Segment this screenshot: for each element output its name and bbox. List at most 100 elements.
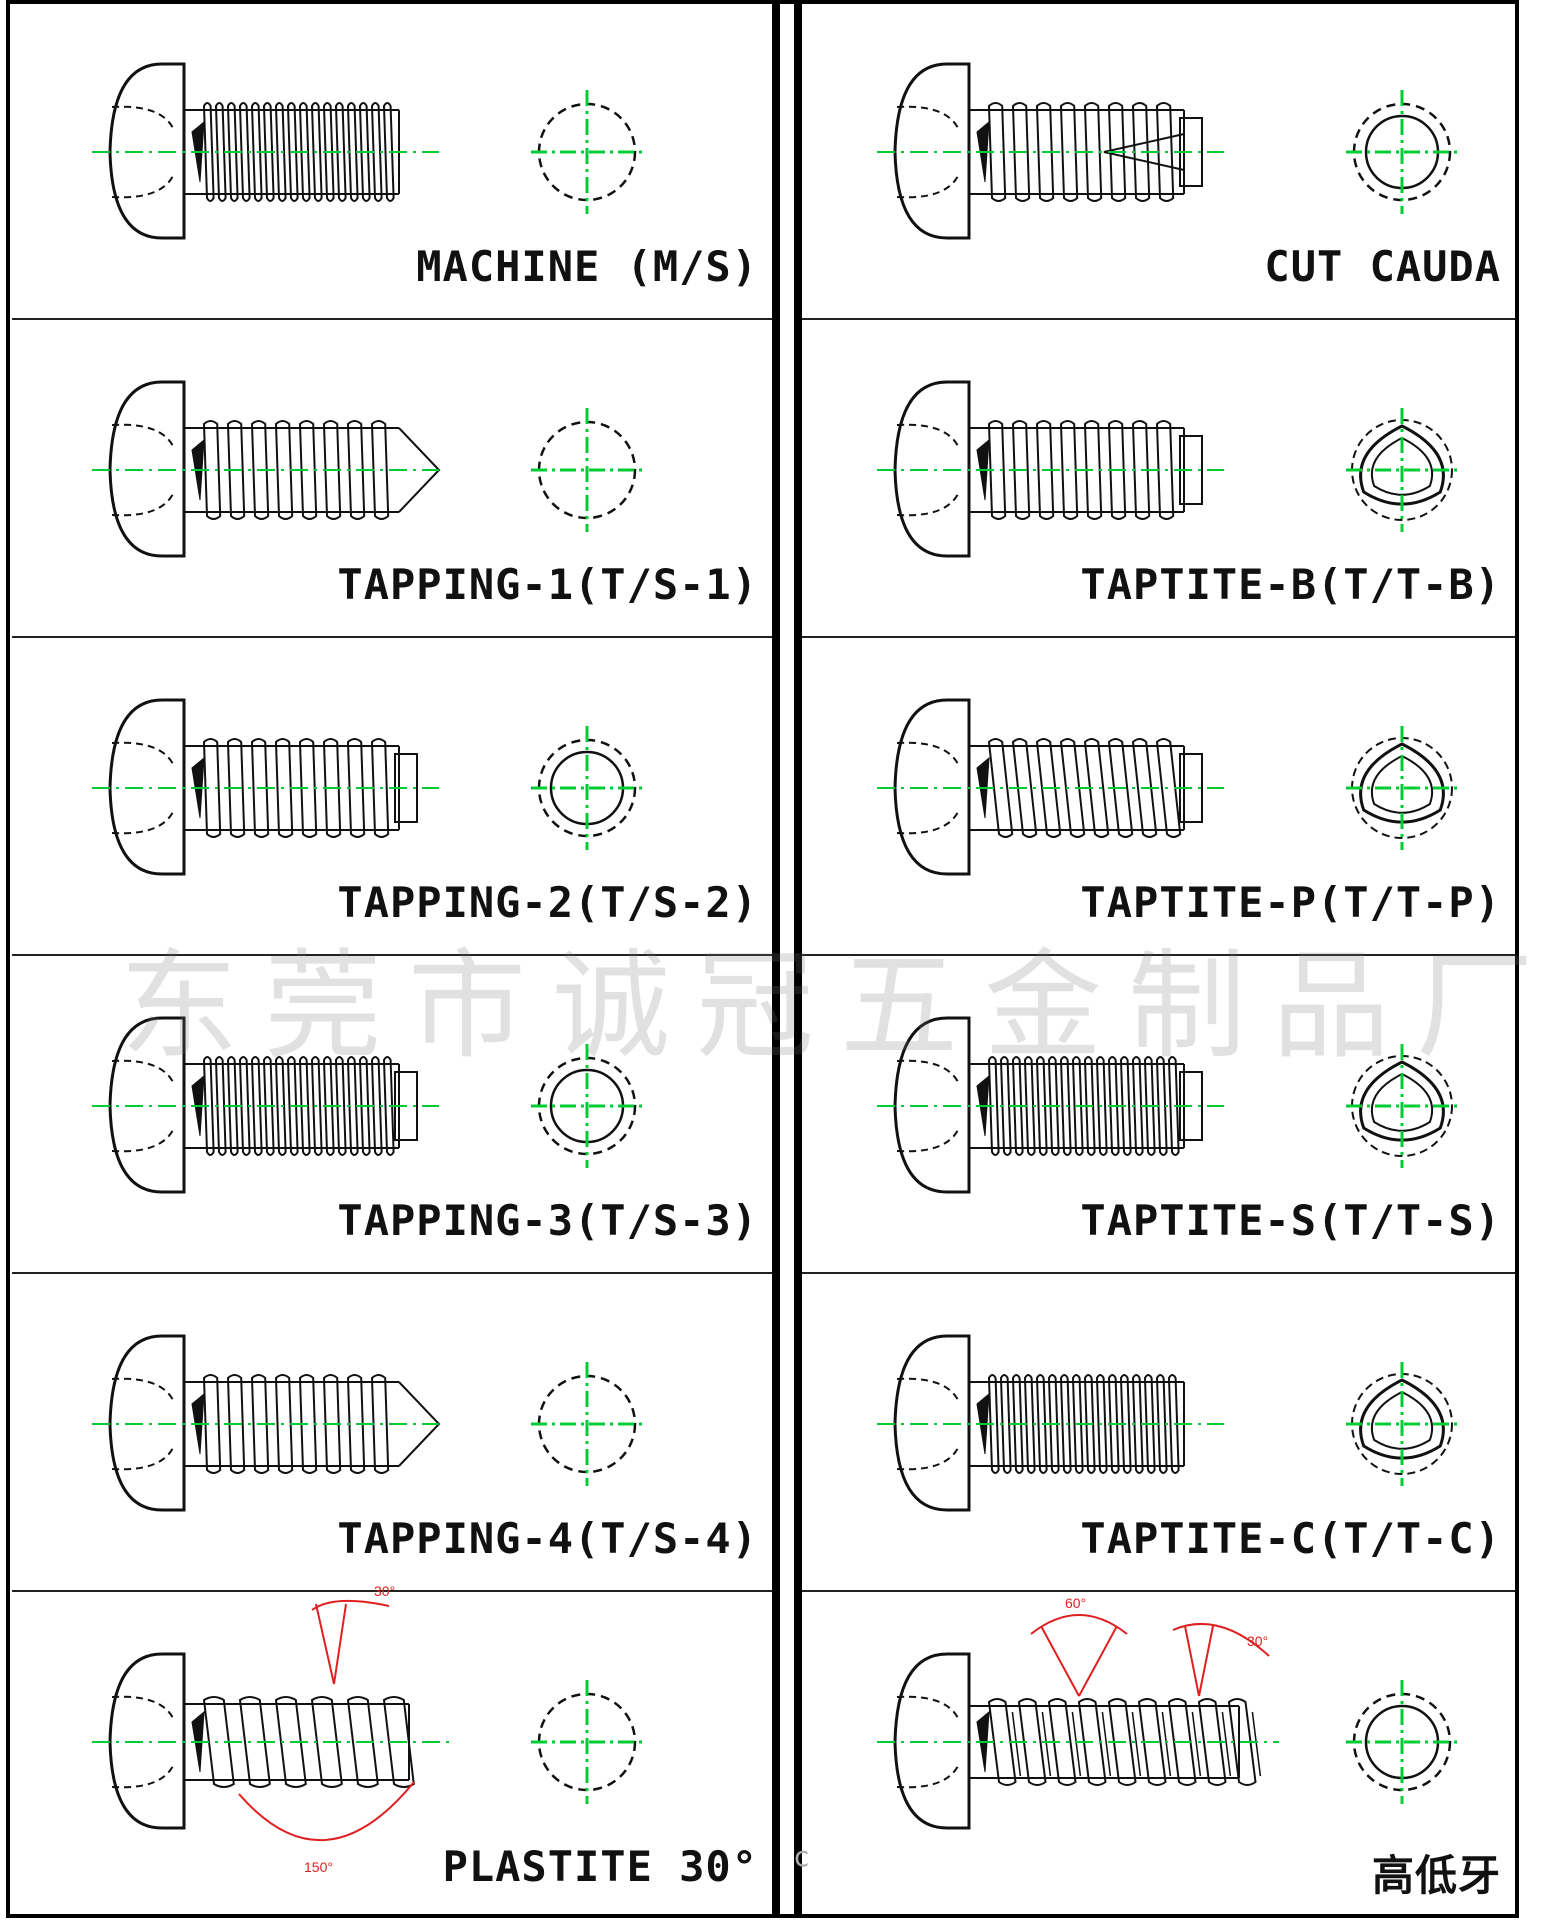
screw-type-cell: 60° 30° 高低牙 xyxy=(802,1592,1515,1910)
screw-diagram xyxy=(92,1016,643,1194)
chart-frame xyxy=(6,0,1519,1918)
screw-drawing xyxy=(92,698,439,876)
screw-head xyxy=(108,698,186,876)
drive-recess xyxy=(896,1059,960,1153)
screw-type-label: TAPTITE-S(T/T-S) xyxy=(1080,1196,1501,1245)
screw-type-label: MACHINE (M/S) xyxy=(416,242,758,291)
screw-type-label: PLASTITE 30° xyxy=(442,1842,758,1891)
screw-drawing xyxy=(877,1016,1224,1194)
drive-recess xyxy=(896,1695,960,1789)
screw-drawing xyxy=(877,380,1224,558)
cross-section xyxy=(1346,1044,1458,1168)
drive-recess xyxy=(111,105,175,199)
flank-angle-label: 30° xyxy=(374,1583,395,1599)
screw-diagram xyxy=(92,380,643,558)
screw-type-cell: TAPPING-1(T/S-1) xyxy=(12,320,772,638)
screw-type-label: TAPTITE-C(T/T-C) xyxy=(1080,1514,1501,1563)
drive-recess xyxy=(111,423,175,517)
screw-diagram xyxy=(877,698,1458,876)
screw-drawing xyxy=(92,62,439,240)
low-thread-angle-label: 30° xyxy=(1247,1633,1268,1649)
screw-drawing xyxy=(92,380,441,558)
screw-diagram xyxy=(92,1334,643,1512)
screw-drawing xyxy=(877,62,1224,240)
screw-type-cell: 30° 150° PLASTITE 30° xyxy=(12,1583,772,1910)
screw-type-label: 高低牙 xyxy=(1371,1851,1501,1900)
screw-type-cell: TAPTITE-B(T/T-B) xyxy=(802,320,1515,638)
screw-type-cell: TAPPING-2(T/S-2) xyxy=(12,638,772,956)
cross-section xyxy=(1346,726,1458,850)
screw-drawing xyxy=(877,1652,1279,1830)
cross-section xyxy=(1346,408,1458,532)
screw-diagram: 60° 30° xyxy=(877,1595,1458,1830)
screw-head xyxy=(108,1016,186,1194)
thread-angle-annotation: 60° 30° xyxy=(1030,1595,1270,1697)
drive-recess xyxy=(896,105,960,199)
screw-head xyxy=(108,1334,186,1512)
screw-type-cell: TAPPING-4(T/S-4) xyxy=(12,1274,772,1592)
screw-type-label: TAPPING-1(T/S-1) xyxy=(337,560,758,609)
high-thread-angle-label: 60° xyxy=(1065,1595,1086,1611)
screw-diagram xyxy=(877,62,1458,240)
cross-section xyxy=(531,1044,643,1168)
screw-type-cell: TAPTITE-C(T/T-C) xyxy=(802,1274,1515,1592)
screw-drawing xyxy=(92,1652,449,1830)
screw-drawing xyxy=(92,1016,439,1194)
stray-mark: c xyxy=(793,1840,810,1873)
screw-shank xyxy=(969,102,1203,202)
screw-head xyxy=(108,1652,186,1830)
screw-shank xyxy=(969,738,1203,838)
screw-head xyxy=(108,62,186,240)
screw-diagram xyxy=(92,62,643,240)
screw-type-label: CUT CAUDA xyxy=(1264,242,1501,291)
cross-section xyxy=(531,1680,643,1804)
root-angle-label: 150° xyxy=(304,1859,333,1875)
screw-drawing xyxy=(92,1334,441,1512)
drive-recess xyxy=(896,423,960,517)
cross-section xyxy=(531,726,643,850)
cross-section xyxy=(1346,90,1458,214)
cross-section xyxy=(531,90,643,214)
screw-diagram xyxy=(877,1334,1458,1512)
screw-type-cell: TAPTITE-P(T/T-P) xyxy=(802,638,1515,956)
screw-diagram xyxy=(877,1016,1458,1194)
cross-section xyxy=(531,1362,643,1486)
screw-head xyxy=(893,1334,971,1512)
screw-type-label: TAPTITE-B(T/T-B) xyxy=(1080,560,1501,609)
drive-recess xyxy=(111,1695,175,1789)
drive-recess xyxy=(896,741,960,835)
screw-head xyxy=(893,1016,971,1194)
screw-type-label: TAPTITE-P(T/T-P) xyxy=(1080,878,1501,927)
drive-recess xyxy=(111,1059,175,1153)
screw-shank xyxy=(184,1056,418,1156)
screw-type-label: TAPPING-3(T/S-3) xyxy=(337,1196,758,1245)
screw-type-cell: CUT CAUDA xyxy=(802,2,1515,320)
screw-head xyxy=(108,380,186,558)
screw-head xyxy=(893,62,971,240)
screw-shank xyxy=(184,1696,415,1788)
screw-diagram xyxy=(92,698,643,876)
screw-type-cell: TAPPING-3(T/S-3) xyxy=(12,956,772,1274)
cross-section xyxy=(531,408,643,532)
screw-shank xyxy=(969,1374,1185,1474)
screw-type-label: TAPPING-4(T/S-4) xyxy=(337,1514,758,1563)
screw-drawing xyxy=(877,698,1224,876)
screw-head xyxy=(893,1652,971,1830)
screw-thread-chart: MACHINE (M/S) TAPPING-1(T/S-1) TAPPING-2(T… xyxy=(6,0,1534,1918)
screw-type-cell: MACHINE (M/S) xyxy=(12,2,772,320)
screw-shank xyxy=(969,1698,1262,1786)
screw-diagram: 30° 150° xyxy=(92,1583,643,1875)
drive-recess xyxy=(111,741,175,835)
cross-section xyxy=(1346,1362,1458,1486)
screw-type-cell: TAPTITE-S(T/T-S) xyxy=(802,956,1515,1274)
thread-angle-annotation: 30° 150° xyxy=(238,1583,415,1875)
screw-diagram xyxy=(877,380,1458,558)
screw-head xyxy=(893,698,971,876)
drive-recess xyxy=(111,1377,175,1471)
screw-type-label: TAPPING-2(T/S-2) xyxy=(337,878,758,927)
screw-head xyxy=(893,380,971,558)
screw-drawing xyxy=(877,1334,1224,1512)
cross-section xyxy=(1346,1680,1458,1804)
drive-recess xyxy=(896,1377,960,1471)
screw-shank xyxy=(969,1056,1203,1156)
